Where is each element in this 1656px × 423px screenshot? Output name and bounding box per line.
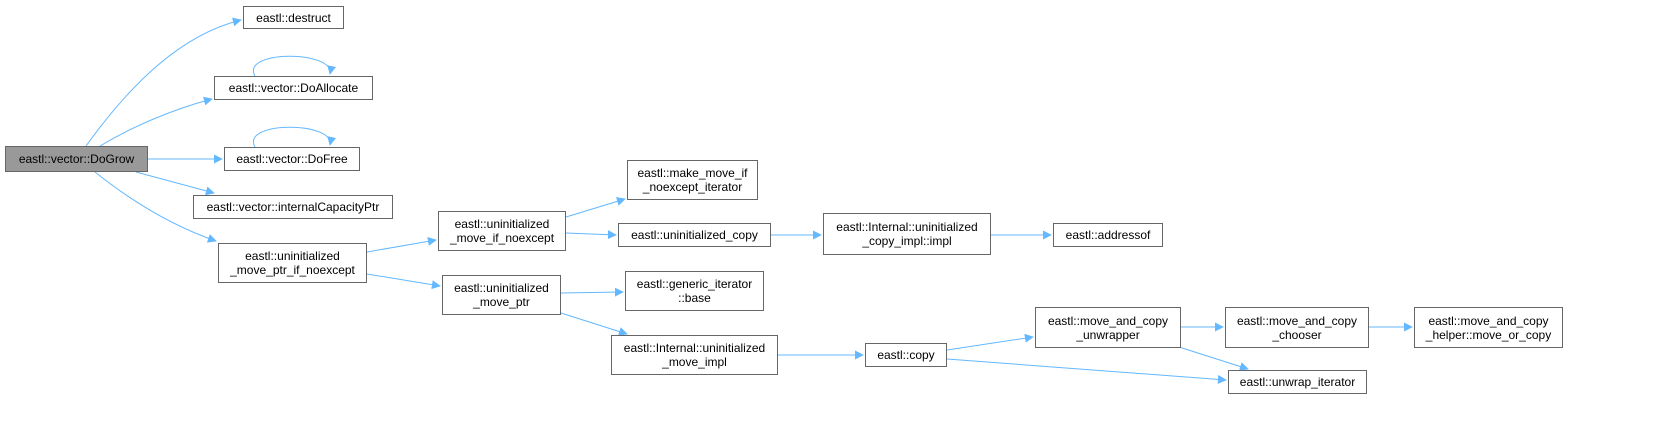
edge-n1-n3	[99, 96, 213, 147]
edge-n7-n9	[565, 197, 626, 218]
node-label-line: eastl::vector::DoGrow	[18, 152, 135, 166]
edge-n7-n10	[565, 230, 617, 240]
node-label-line: eastl::vector::DoAllocate	[228, 81, 359, 95]
node-label-line: eastl::move_and_copy	[1428, 313, 1549, 328]
node-label-line: _unwrapper	[1076, 327, 1140, 342]
node-uninitialized-copy[interactable]: eastl::uninitialized_copy	[618, 223, 771, 247]
node-internal-uninitialized-move-impl[interactable]: eastl::Internal::uninitialized _move_imp…	[611, 335, 778, 375]
node-label-line: _move_impl	[662, 355, 727, 369]
node-label-line: eastl::uninitialized	[454, 217, 550, 231]
node-addressof[interactable]: eastl::addressof	[1053, 223, 1163, 247]
node-label-line: eastl::vector::internalCapacityPtr	[206, 200, 380, 214]
edge-n1-n6	[94, 171, 217, 243]
node-label-line: _move_if_noexcept	[449, 231, 555, 245]
node-move-and-copy-unwrapper[interactable]: eastl::move_and_copy _unwrapper	[1035, 307, 1181, 348]
node-label-line: _chooser	[1272, 327, 1322, 342]
node-label-line: eastl::generic_iterator	[636, 277, 753, 291]
node-label-line: eastl::destruct	[256, 10, 331, 25]
edge-n1-n2	[85, 17, 242, 147]
node-vector-dofree[interactable]: eastl::vector::DoFree	[224, 147, 360, 171]
edge-n15-n16	[946, 333, 1034, 351]
node-uninitialized-move-ptr[interactable]: eastl::uninitialized _move_ptr	[442, 275, 561, 315]
edge-n1-n5	[135, 171, 215, 196]
node-make-move-if-noexcept-iterator[interactable]: eastl::make_move_if _noexcept_iterator	[627, 160, 758, 200]
edge-n15-n19	[946, 358, 1227, 384]
node-generic-iterator-base[interactable]: eastl::generic_iterator ::base	[625, 271, 764, 311]
node-internal-uninitialized-copy-impl[interactable]: eastl::Internal::uninitialized _copy_imp…	[823, 213, 991, 255]
edge-n6-n8	[366, 273, 441, 290]
node-uninitialized-move-if-noexcept[interactable]: eastl::uninitialized _move_if_noexcept	[438, 211, 566, 251]
node-vector-internalcapacityptr[interactable]: eastl::vector::internalCapacityPtr	[193, 195, 393, 219]
node-label-line: ::base	[678, 291, 711, 305]
node-label-line: eastl::uninitialized_copy	[631, 228, 758, 242]
node-label-line: eastl::unwrap_iterator	[1239, 375, 1356, 389]
node-label-line: _copy_impl::impl	[862, 234, 952, 248]
node-move-and-copy-helper-move-or-copy[interactable]: eastl::move_and_copy _helper::move_or_co…	[1414, 307, 1563, 348]
node-label-line: eastl::move_and_copy	[1236, 313, 1358, 328]
edge-n8-n14	[560, 312, 628, 336]
node-label-line: eastl::uninitialized	[454, 281, 549, 295]
edge-n4-self	[252, 126, 337, 148]
node-label-line: eastl::Internal::uninitialized	[836, 220, 978, 234]
node-vector-doallocate[interactable]: eastl::vector::DoAllocate	[214, 76, 373, 100]
edge-n16-n19	[1178, 346, 1249, 371]
node-label-line: eastl::addressof	[1065, 228, 1151, 242]
node-label-line: eastl::copy	[877, 348, 935, 362]
node-uninitialized-move-ptr-if-noexcept[interactable]: eastl::uninitialized _move_ptr_if_noexce…	[218, 243, 367, 283]
node-move-and-copy-chooser[interactable]: eastl::move_and_copy _chooser	[1225, 307, 1369, 348]
node-label-line: eastl::uninitialized	[245, 249, 340, 263]
node-vector-dogrow[interactable]: eastl::vector::DoGrow	[5, 146, 148, 172]
edge-n6-n7	[366, 236, 437, 253]
node-copy[interactable]: eastl::copy	[865, 343, 947, 367]
node-label-line: _move_ptr_if_noexcept	[230, 263, 355, 277]
node-unwrap-iterator[interactable]: eastl::unwrap_iterator	[1228, 370, 1367, 394]
edge-n8-n13	[560, 287, 624, 297]
node-label-line: _move_ptr	[473, 295, 530, 309]
node-label-line: _helper::move_or_copy	[1425, 327, 1552, 342]
node-label-line: _noexcept_iterator	[642, 180, 743, 194]
edge-n3-self	[252, 55, 337, 77]
node-label-line: eastl::vector::DoFree	[236, 152, 348, 166]
node-label-line: eastl::move_and_copy	[1047, 313, 1169, 328]
node-label-line: eastl::make_move_if	[637, 166, 748, 180]
node-label-line: eastl::Internal::uninitialized	[623, 341, 766, 355]
node-destruct[interactable]: eastl::destruct	[243, 6, 344, 29]
